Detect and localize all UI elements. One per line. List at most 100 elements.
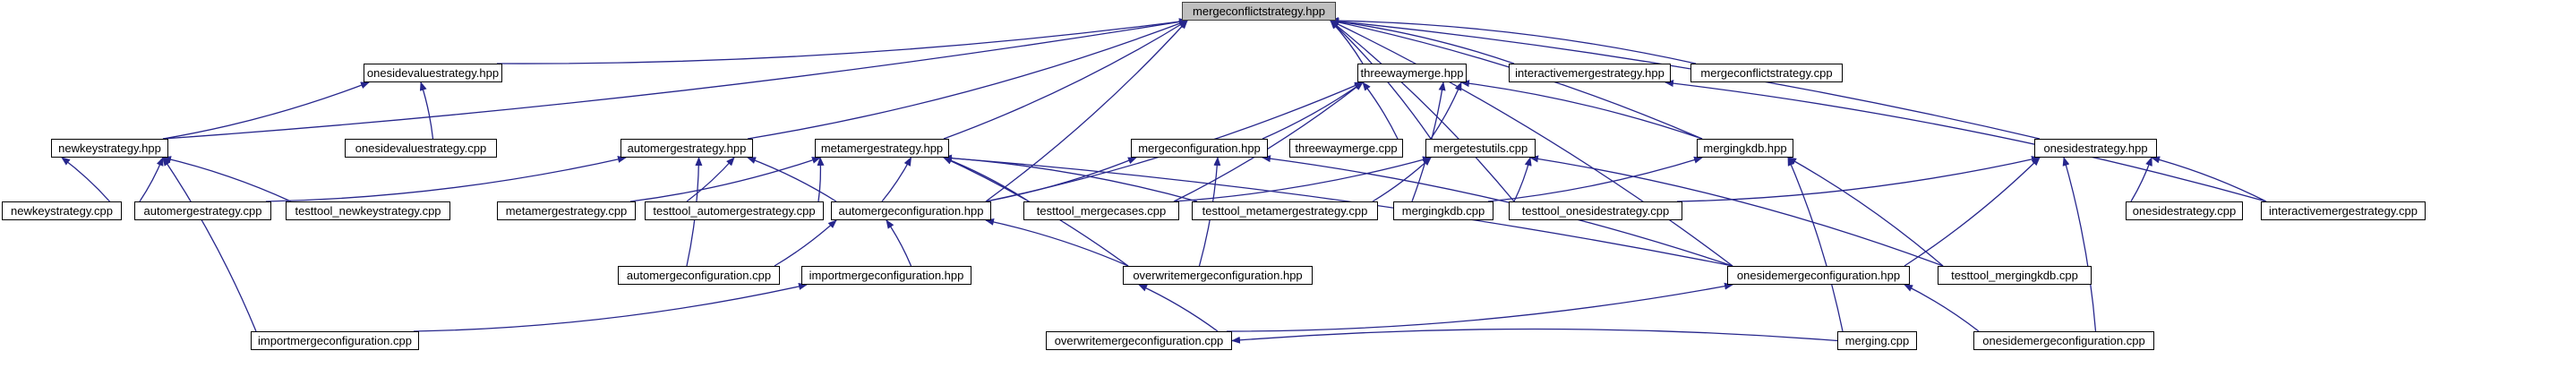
graph-edge [61,157,110,202]
graph-node[interactable]: mergeconflictstrategy.hpp [1182,2,1336,21]
graph-node[interactable]: threewaymerge.cpp [1289,139,1403,158]
graph-node-label: mergeconflictstrategy.hpp [1193,4,1325,18]
graph-edge [496,18,1188,64]
graph-edge [1460,80,1703,140]
graph-node-label: merging.cpp [1844,334,1910,347]
graph-edge [162,156,292,202]
graph-node[interactable]: onesidestrategy.hpp [2034,139,2157,158]
graph-node[interactable]: mergeconfiguration.hpp [1131,139,1268,158]
graph-edge [162,18,1188,140]
graph-node[interactable]: importmergeconfiguration.hpp [801,266,971,285]
graph-node-label: onesidemergeconfiguration.hpp [1736,269,1901,282]
graph-node[interactable]: onesidestrategy.cpp [2126,201,2243,220]
graph-edge [985,218,1129,267]
graph-edge [162,157,257,332]
graph-node[interactable]: mergetestutils.cpp [1425,139,1536,158]
graph-node-label: mergingkdb.hpp [1703,141,1787,155]
graph-node[interactable]: automergeconfiguration.hpp [831,201,991,220]
graph-node[interactable]: onesidemergeconfiguration.hpp [1727,266,1910,285]
graph-node[interactable]: mergingkdb.cpp [1393,201,1493,220]
graph-edge [1330,20,1515,202]
graph-node[interactable]: merging.cpp [1837,331,1917,350]
graph-edge [1330,18,1515,64]
graph-node[interactable]: testtool_onesidestrategy.cpp [1509,201,1682,220]
graph-node[interactable]: importmergeconfiguration.cpp [251,331,419,350]
graph-edge [943,154,1733,267]
graph-edge [1787,157,1844,332]
graph-node-label: automergestrategy.cpp [143,204,262,218]
graph-edge [943,20,1188,140]
graph-node[interactable]: newkeystrategy.cpp [2,201,122,220]
graph-node-label: newkeystrategy.hpp [58,141,161,155]
graph-node-label: mergeconflictstrategy.cpp [1700,66,1833,80]
graph-edge [629,157,821,202]
graph-edge [774,219,837,267]
graph-edge [886,219,912,267]
graph-node-label: testtool_onesidestrategy.cpp [1521,204,1670,218]
graph-edge [1262,81,1364,140]
graph-node[interactable]: onesidevaluestrategy.hpp [364,64,502,82]
graph-node-label: newkeystrategy.cpp [11,204,113,218]
graph-node[interactable]: onesidevaluestrategy.cpp [345,139,497,158]
graph-node[interactable]: mergingkdb.hpp [1697,139,1793,158]
graph-edge [2130,157,2152,202]
graph-edge [747,20,1188,140]
graph-edge [2062,157,2097,332]
graph-node[interactable]: threewaymerge.hpp [1357,64,1467,82]
graph-node-label: onesidestrategy.cpp [2132,204,2237,218]
graph-node-label: testtool_mergecases.cpp [1036,204,1167,218]
graph-node[interactable]: newkeystrategy.hpp [51,139,168,158]
graph-edge [943,154,1198,202]
graph-edge [747,157,837,202]
graph-edge [1904,284,1980,332]
graph-edge [686,157,735,202]
graph-node[interactable]: mergeconflictstrategy.cpp [1690,64,1843,82]
graph-edge [1231,328,1838,344]
graph-edge [139,157,164,202]
graph-edge [881,157,912,202]
graph-edge [1226,282,1733,332]
graph-edge [1665,80,2267,202]
graph-node[interactable]: overwritemergeconfiguration.cpp [1046,331,1232,350]
graph-node-label: threewaymerge.hpp [1360,66,1464,80]
graph-edge [162,81,370,140]
graph-node-label: onesidestrategy.hpp [2043,141,2148,155]
graph-node[interactable]: automergeconfiguration.cpp [618,266,780,285]
graph-node-label: metamergestrategy.cpp [505,204,628,218]
graph-node[interactable]: testtool_mergingkdb.cpp [1938,266,2092,285]
graph-node-label: testtool_automergestrategy.cpp [653,204,816,218]
graph-node[interactable]: onesidemergeconfiguration.cpp [1973,331,2154,350]
graph-edge [985,20,1188,202]
graph-node[interactable]: overwritemergeconfiguration.hpp [1123,266,1313,285]
graph-node[interactable]: metamergestrategy.cpp [497,201,636,220]
graph-node[interactable]: testtool_mergecases.cpp [1023,201,1179,220]
graph-edge [817,157,825,202]
graph-node[interactable]: testtool_newkeystrategy.cpp [286,201,450,220]
graph-node-label: threewaymerge.cpp [1295,141,1398,155]
graph-node[interactable]: automergestrategy.hpp [620,139,753,158]
graph-edge [1487,156,1703,202]
graph-node-label: mergetestutils.cpp [1433,141,1528,155]
graph-node-label: mergeconfiguration.hpp [1138,141,1261,155]
graph-edge [1330,20,1733,267]
graph-edge [1330,17,2041,140]
graph-node[interactable]: automergestrategy.cpp [134,201,271,220]
graph-node[interactable]: metamergestrategy.hpp [815,139,949,158]
graph-node[interactable]: interactivemergestrategy.hpp [1509,64,1671,82]
graph-edge [1138,284,1219,332]
graph-node[interactable]: interactivemergestrategy.cpp [2261,201,2426,220]
graph-node[interactable]: testtool_automergestrategy.cpp [645,201,824,220]
graph-edge [1372,157,1432,202]
graph-edge [1362,81,1399,140]
graph-edge [1787,157,1944,267]
graph-edge [419,81,434,140]
graph-node-label: onesidevaluestrategy.hpp [366,66,500,80]
graph-edge [1676,156,2041,202]
graph-edge [2151,156,2267,202]
graph-node[interactable]: testtool_metamergestrategy.cpp [1192,201,1378,220]
graph-node-label: overwritemergeconfiguration.hpp [1133,269,1303,282]
graph-edge [413,283,808,332]
graph-edge [1173,156,1432,202]
